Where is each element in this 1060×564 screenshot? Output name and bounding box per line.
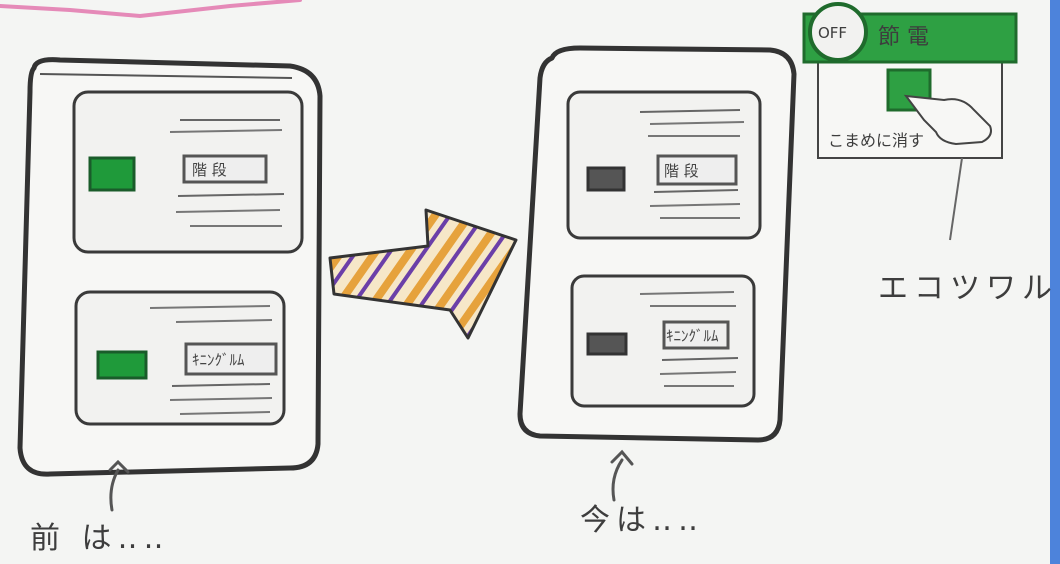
now-caption: 今は‥‥ [580,503,704,538]
before-caption: 前 は‥‥ [30,521,170,556]
now-top-indicator-off [588,168,624,190]
before-pointer-icon [110,462,128,510]
off-badge-label: OFF [818,24,847,42]
now-pointer-icon [612,452,632,500]
pink-top-stroke [0,0,300,16]
before-top-label: 階 段 [192,161,227,179]
eco-caption: エコツワル [878,271,1058,306]
callout-header-label: 節 電 [878,25,929,50]
now-bottom-label: ｷﾆﾝｸﾞﾙﾑ [666,327,719,345]
before-bottom-indicator-on [98,352,146,378]
eco-callout: OFF 節 電 こまめに消す [804,4,1016,240]
before-bottom-label: ｷﾆﾝｸﾞﾙﾑ [192,351,245,369]
transition-arrow-icon [330,210,516,338]
now-top-switch: 階 段 [568,92,760,238]
now-bottom-indicator-off [588,334,626,354]
before-top-indicator-on [90,158,134,190]
before-bottom-switch: ｷﾆﾝｸﾞﾙﾑ [76,292,284,424]
now-bottom-switch: ｷﾆﾝｸﾞﾙﾑ [572,276,754,406]
before-top-switch: 階 段 [74,92,302,252]
now-top-label: 階 段 [664,162,699,180]
callout-tip: こまめに消す [828,131,924,150]
